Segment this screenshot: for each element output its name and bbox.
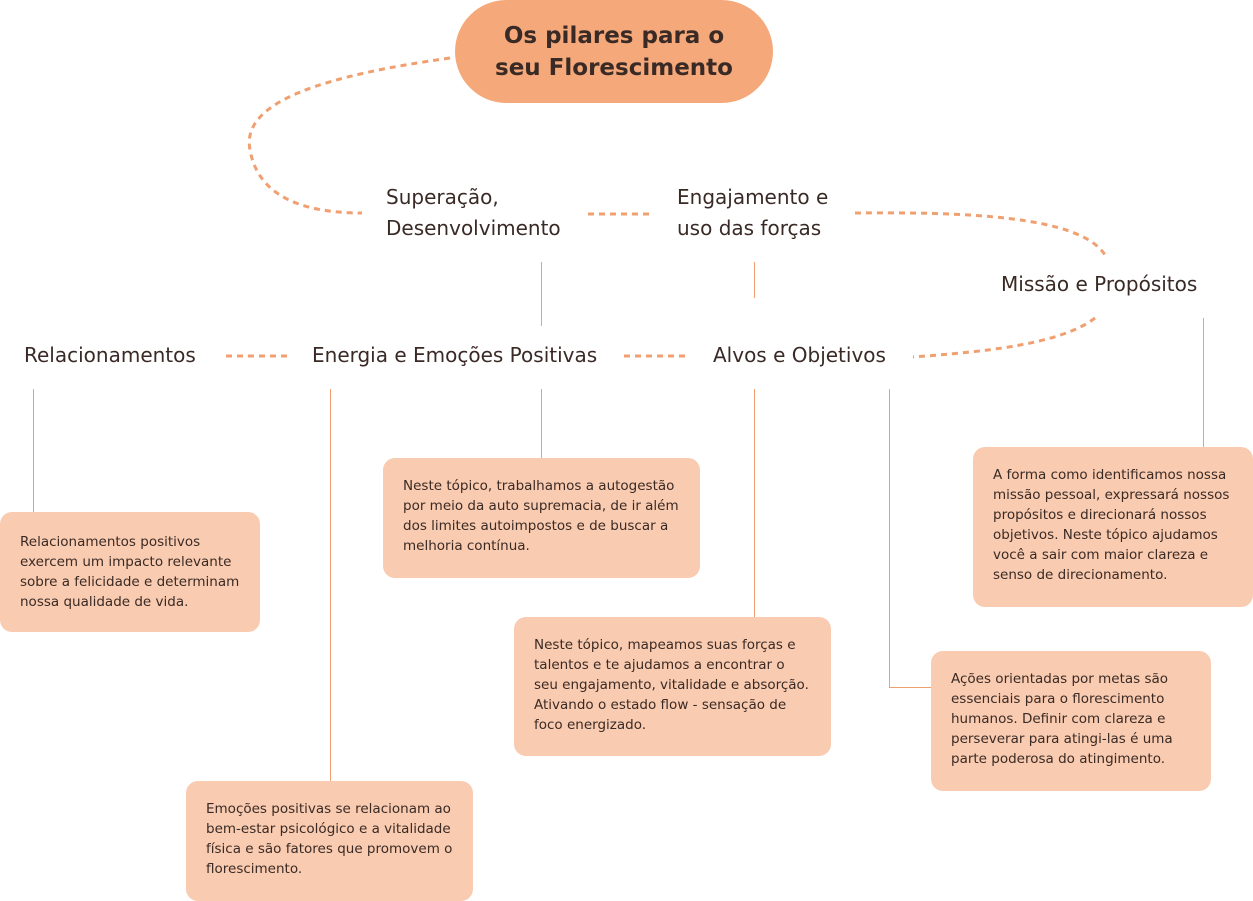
pillar-alvos: Alvos e Objetivos bbox=[713, 343, 886, 367]
description-superacao: Neste tópico, trabalhamos a autogestão p… bbox=[383, 458, 700, 578]
description-alvos: Ações orientadas por metas são essenciai… bbox=[931, 651, 1211, 791]
title-node: Os pilares para o seu Florescimento bbox=[455, 0, 773, 103]
connector-missao-alvos bbox=[912, 316, 1096, 359]
pillar-energia: Energia e Emoções Positivas bbox=[312, 343, 598, 367]
connector-engajamento-missao bbox=[854, 211, 1107, 256]
pillar-relacionamentos: Relacionamentos bbox=[24, 343, 196, 367]
dashed-connectors bbox=[226, 56, 1107, 359]
pillar-engajamento: Engajamento e uso das forças bbox=[677, 185, 829, 240]
description-engajamento: Neste tópico, mapeamos suas forças e tal… bbox=[514, 617, 831, 756]
connector-title-superacao bbox=[247, 56, 451, 215]
pillar-superacao: Superação, Desenvolvimento bbox=[386, 185, 561, 240]
description-missao: A forma como identificamos nossa missão … bbox=[973, 447, 1253, 607]
description-relacionamentos: Relacionamentos positivos exercem um imp… bbox=[0, 512, 260, 632]
pillar-missao: Missão e Propósitos bbox=[1001, 272, 1198, 296]
solid-connectors bbox=[33, 262, 1204, 781]
description-energia: Emoções positivas se relacionam ao bem-e… bbox=[186, 781, 473, 901]
